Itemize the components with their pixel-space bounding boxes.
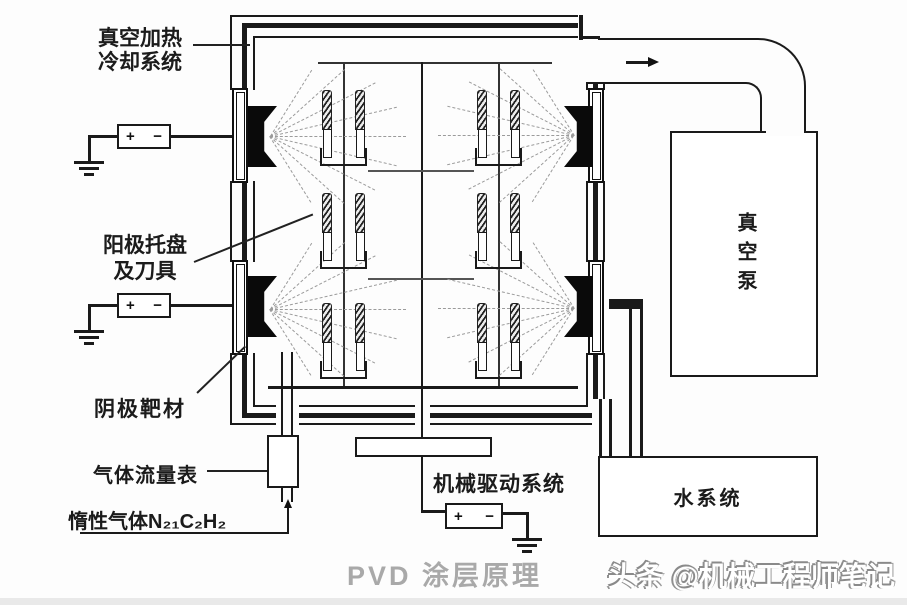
label-line: 阳极托盘 <box>103 234 187 257</box>
wire <box>171 135 232 138</box>
water-pipe-cap <box>609 299 643 309</box>
drill-bit <box>355 303 366 371</box>
watermark: 头条 @机械工程师笔记 <box>607 561 895 592</box>
tool-rack-rod-right <box>498 62 500 388</box>
inert-gas-underline <box>80 532 289 534</box>
drill-bit <box>322 303 333 371</box>
drill-bit <box>477 193 488 261</box>
mechanical-drive-label: 机械驱动系统 <box>433 473 565 496</box>
power-supply-box: +− <box>117 293 171 318</box>
gas-flow-meter-label: 气体流量表 <box>93 465 198 487</box>
flow-direction-arrow <box>626 61 650 64</box>
wire <box>88 304 91 330</box>
tool-holder-bracket <box>475 251 522 269</box>
wire <box>421 510 445 513</box>
gas-pipe <box>281 352 283 436</box>
plus-symbol: + <box>126 128 135 145</box>
photo-edge-shading <box>0 598 907 605</box>
wire <box>171 304 232 307</box>
rack-shelf <box>368 278 474 280</box>
power-supply-box: +− <box>117 124 171 149</box>
drill-bit <box>477 303 488 371</box>
rotation-shaft <box>421 62 423 512</box>
power-supply-box: +− <box>445 503 503 529</box>
water-pipe <box>599 399 602 457</box>
drill-bit <box>322 90 333 158</box>
wire <box>88 304 117 307</box>
tool-holder-bracket <box>320 361 367 379</box>
inert-gas-label: 惰性气体N₂₁C₂H₂ <box>68 511 227 533</box>
drill-bit <box>510 303 521 371</box>
vacuum-heating-cooling-label: 真空加热 冷却系统 <box>92 27 188 75</box>
label-line: 冷却系统 <box>98 51 182 74</box>
vacuum-pump-box <box>670 131 818 377</box>
drill-bit <box>322 193 333 261</box>
wire <box>88 135 91 162</box>
drill-bit <box>355 193 366 261</box>
label-line: 及刀具 <box>113 260 177 283</box>
tool-rack-top-bar <box>318 62 552 64</box>
tool-pair <box>475 303 522 381</box>
wire <box>503 512 528 515</box>
minus-symbol: − <box>153 297 162 314</box>
tool-holder-bracket <box>320 148 367 166</box>
drill-bit <box>510 193 521 261</box>
wire <box>88 135 117 138</box>
tool-pair <box>320 193 367 271</box>
gas-inlet-arrow-head <box>283 499 292 508</box>
gas-pipe <box>291 352 293 436</box>
tool-holder-bracket <box>475 148 522 166</box>
tool-holder-bracket <box>475 361 522 379</box>
tool-rack-rod-left <box>343 62 345 388</box>
drill-bit <box>355 90 366 158</box>
gas-flow-meter-box <box>267 435 299 488</box>
tool-holder-bracket <box>320 251 367 269</box>
duct-step-line <box>579 36 600 39</box>
cathode-mount-plate <box>232 88 248 183</box>
plus-symbol: + <box>126 297 135 314</box>
flow-direction-arrow-head <box>648 57 659 67</box>
water-pipe <box>640 308 643 457</box>
exhaust-duct-inner <box>586 82 762 133</box>
water-system-box: 水系统 <box>598 456 818 537</box>
exhaust-duct-outer <box>598 38 806 133</box>
gas-pipe <box>281 488 283 502</box>
water-pipe <box>629 308 632 457</box>
tool-pair <box>475 90 522 168</box>
anode-tray-tools-label: 阳极托盘 及刀具 <box>98 233 192 285</box>
water-system-label: 水系统 <box>673 488 743 510</box>
wire <box>526 512 529 538</box>
vacuum-pump-label: 真空泵 <box>734 212 756 299</box>
cathode-target-label: 阴极靶材 <box>94 398 186 421</box>
water-pipe <box>609 399 612 457</box>
minus-symbol: − <box>153 128 162 145</box>
leader-line <box>207 470 267 472</box>
tool-pair <box>320 90 367 168</box>
tool-pair <box>475 193 522 271</box>
plus-symbol: + <box>454 507 463 525</box>
rack-shelf <box>368 170 474 172</box>
tool-pair <box>320 303 367 381</box>
gas-pipe <box>291 488 293 502</box>
drill-bit <box>477 90 488 158</box>
gas-inlet-arrow <box>287 506 289 533</box>
leader-line <box>193 44 250 46</box>
drill-bit <box>510 90 521 158</box>
cathode-mount-plate <box>232 260 248 355</box>
rack-bottom-platform <box>268 386 578 389</box>
label-line: 真空加热 <box>98 27 182 50</box>
diagram-title: PVD 涂层原理 <box>347 561 543 591</box>
minus-symbol: − <box>485 507 494 525</box>
pedestal-bar <box>355 437 492 457</box>
duct-step-line <box>579 15 583 40</box>
